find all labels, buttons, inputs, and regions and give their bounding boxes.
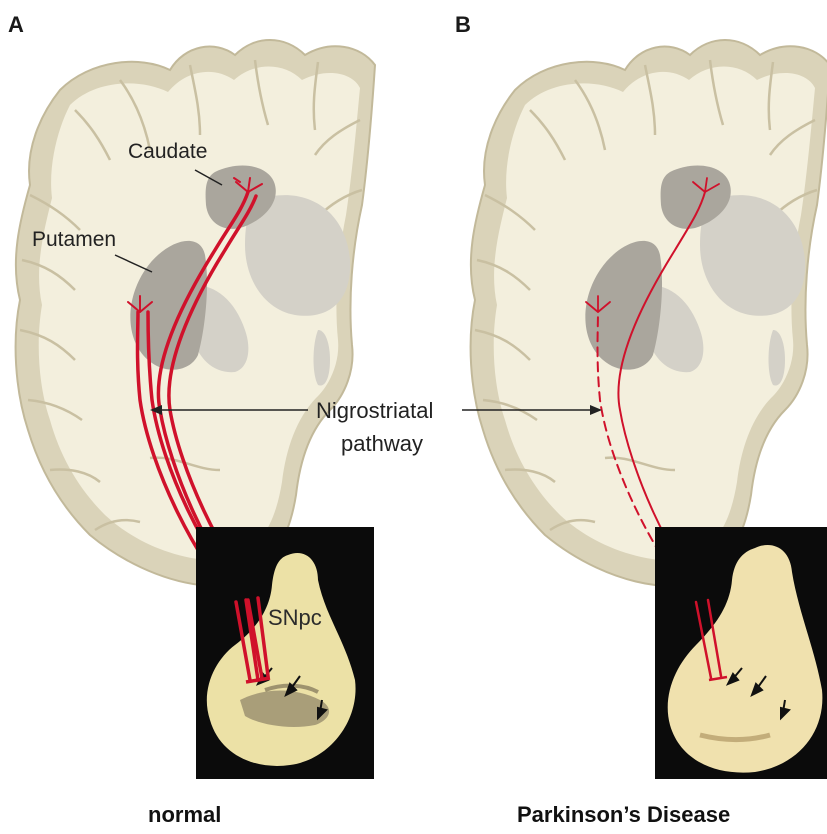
panel-a-snpc-label: SNpc: [268, 605, 322, 630]
panel-b-caption: Parkinson’s Disease: [517, 802, 730, 827]
panel-b: B: [455, 12, 827, 827]
panel-b-letter: B: [455, 12, 471, 37]
pathway-label-line1: Nigrostriatal: [316, 398, 433, 423]
panel-b-photo: [655, 527, 827, 779]
panel-a-caption: normal: [148, 802, 221, 827]
panel-a-photo: SNpc: [196, 527, 374, 779]
panel-a-letter: A: [8, 12, 24, 37]
panel-a-putamen-label: Putamen: [32, 228, 116, 251]
pathway-label-line2: pathway: [341, 431, 423, 456]
panel-a-caudate-label: Caudate: [128, 140, 207, 163]
